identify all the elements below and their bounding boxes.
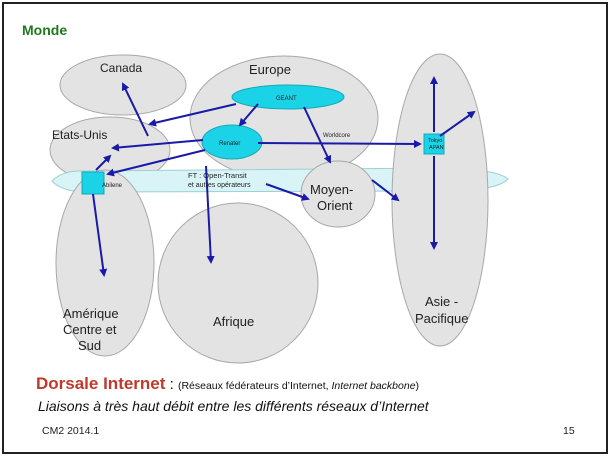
label-moyen-orient-line1: Moyen- — [310, 182, 353, 197]
arrow-geant-to-moyen-orient — [303, 106, 332, 164]
caption-colon: : — [165, 376, 178, 393]
label-worldcore: Worldcore — [323, 133, 351, 139]
label-ft-line1: FT : Open-Transit — [188, 171, 248, 180]
arrow-abilene-to-etats-unis — [95, 154, 112, 171]
label-renater: Renater — [219, 141, 240, 147]
caption-paren-italic: Internet backbone — [331, 380, 416, 392]
label-geant: GEANT — [276, 96, 297, 102]
node-geant — [231, 84, 345, 110]
region-amerique-sud-ellipse — [55, 169, 155, 357]
label-amerique-line3: Sud — [78, 338, 101, 353]
caption-line-1: Dorsale Internet : (Réseaux fédérateurs … — [36, 374, 596, 394]
label-tokyo-line2: APAN — [429, 145, 444, 151]
arrow-geant-to-canada — [148, 103, 237, 127]
arrow-renater-to-etats-unis — [111, 139, 204, 152]
caption-main: Dorsale Internet — [36, 374, 166, 393]
caption-paren-open: (Réseaux fédérateurs d’Internet, — [177, 380, 332, 392]
arrow-renater-to-abilene — [106, 149, 206, 177]
node-tokyo-apan — [423, 133, 445, 155]
arrow-ft-to-moyen-orient — [265, 183, 310, 201]
arrow-tokyo-to-asie-west — [439, 110, 476, 137]
node-abilene — [81, 171, 105, 195]
label-europe: Europe — [249, 62, 291, 77]
label-amerique-line1: Amérique — [63, 306, 119, 321]
footer-course-code: CM2 2014.1 — [42, 425, 100, 437]
arrows — [92, 76, 476, 277]
label-amerique-line2: Centre et — [63, 322, 117, 337]
label-asie-line2: Pacifique — [415, 311, 468, 326]
arrow-abilene-to-amerique-sud — [92, 193, 108, 277]
label-tokyo-line1: Tokyo — [428, 138, 442, 144]
region-afrique-ellipse — [157, 202, 319, 364]
label-abilene: Abilene — [102, 183, 123, 189]
label-moyen-orient-line2: Orient — [317, 198, 353, 213]
arrow-band-to-moyen-orient-east — [371, 179, 400, 202]
arrow-renater-to-tokyo — [257, 139, 422, 148]
slide-title: Monde — [22, 22, 68, 38]
label-asie-line1: Asie - — [425, 294, 458, 309]
arrow-renater-to-afrique — [205, 165, 215, 264]
label-ft-line2: et autres opérateurs — [188, 182, 251, 189]
caption-line-2: Liaisons à très haut débit entre les dif… — [38, 398, 429, 414]
label-etats-unis: Etats-Unis — [52, 128, 107, 142]
arrow-etats-unis-to-canada — [121, 82, 149, 137]
caption-paren-close: ) — [415, 380, 420, 392]
label-canada: Canada — [100, 61, 142, 75]
region-moyen-orient-ellipse — [300, 160, 376, 228]
node-renater — [201, 124, 263, 160]
arrow-geant-to-renater — [238, 103, 259, 127]
label-afrique: Afrique — [213, 314, 254, 329]
page-number: 15 — [563, 425, 575, 437]
